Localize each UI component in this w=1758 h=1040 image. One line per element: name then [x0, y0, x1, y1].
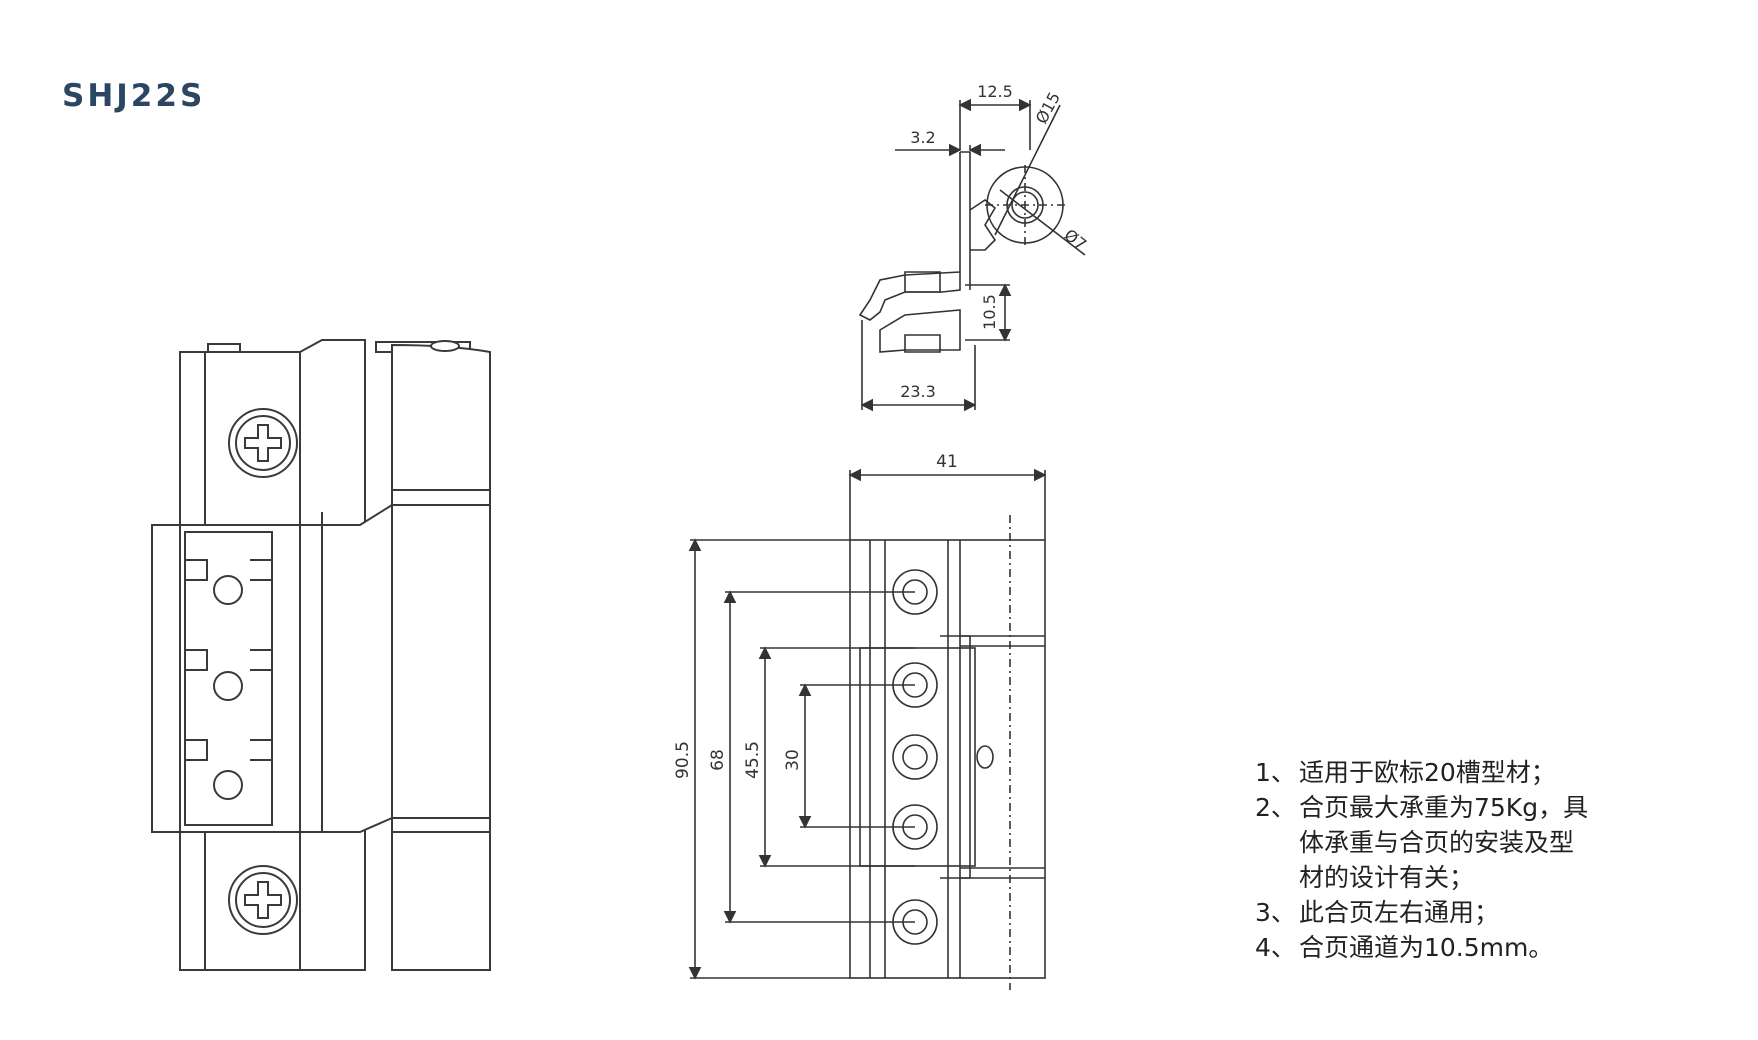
note-line: 合页通道为10.5mm。	[1299, 933, 1554, 962]
note-item: 3、 此合页左右通用；	[1255, 895, 1588, 930]
note-line: 材的设计有关；	[1299, 863, 1475, 892]
top-tab	[207, 343, 241, 353]
dim-inner-dia: Ø7	[1061, 225, 1091, 254]
knuckle-barrel	[391, 343, 491, 971]
note-item: 1、 适用于欧标20槽型材；	[1255, 755, 1588, 790]
dim-channel: 10.5	[980, 294, 999, 330]
note-number: 1、	[1255, 758, 1296, 787]
spec-notes: 1、 适用于欧标20槽型材； 2、 合页最大承重为75Kg，具 体承重与合页的安…	[1255, 755, 1588, 965]
dim-flange: 3.2	[910, 128, 935, 147]
dim-total-width: 41	[936, 452, 958, 472]
note-number: 4、	[1255, 933, 1296, 962]
hinge-section-drawing: 12.5 3.2 Ø15 Ø7 10.5 23.3	[858, 82, 1091, 412]
dim-mid-holes: 45.5	[743, 741, 763, 779]
hinge-product-illustration	[151, 339, 491, 971]
dim-base-width: 23.3	[900, 382, 936, 401]
note-line: 适用于欧标20槽型材；	[1299, 758, 1556, 787]
dim-outer-holes: 68	[708, 749, 728, 771]
pin-hole	[430, 340, 460, 352]
top-screw-icon	[228, 408, 298, 478]
note-item: 4、 合页通道为10.5mm。	[1255, 930, 1588, 965]
dim-top-width: 12.5	[977, 82, 1013, 101]
hinge-front-drawing: 41 90.5 68 45.5 30	[673, 452, 1047, 990]
note-item: 2、 合页最大承重为75Kg，具	[1255, 790, 1588, 825]
screw-hole-3	[892, 734, 938, 780]
wing-rect	[859, 647, 976, 867]
note-line: 合页最大承重为75Kg，具	[1299, 793, 1589, 822]
dim-total-height: 90.5	[673, 741, 693, 779]
profile-outline	[858, 151, 997, 321]
product-model-title: SHJ22S	[62, 78, 206, 114]
note-line: 此合页左右通用；	[1299, 898, 1500, 927]
note-number: 3、	[1255, 898, 1296, 927]
note-line: 体承重与合页的安装及型	[1299, 828, 1575, 857]
dim-inner-holes: 30	[783, 749, 803, 771]
bottom-screw-icon	[228, 865, 298, 935]
note-number: 2、	[1255, 793, 1296, 822]
